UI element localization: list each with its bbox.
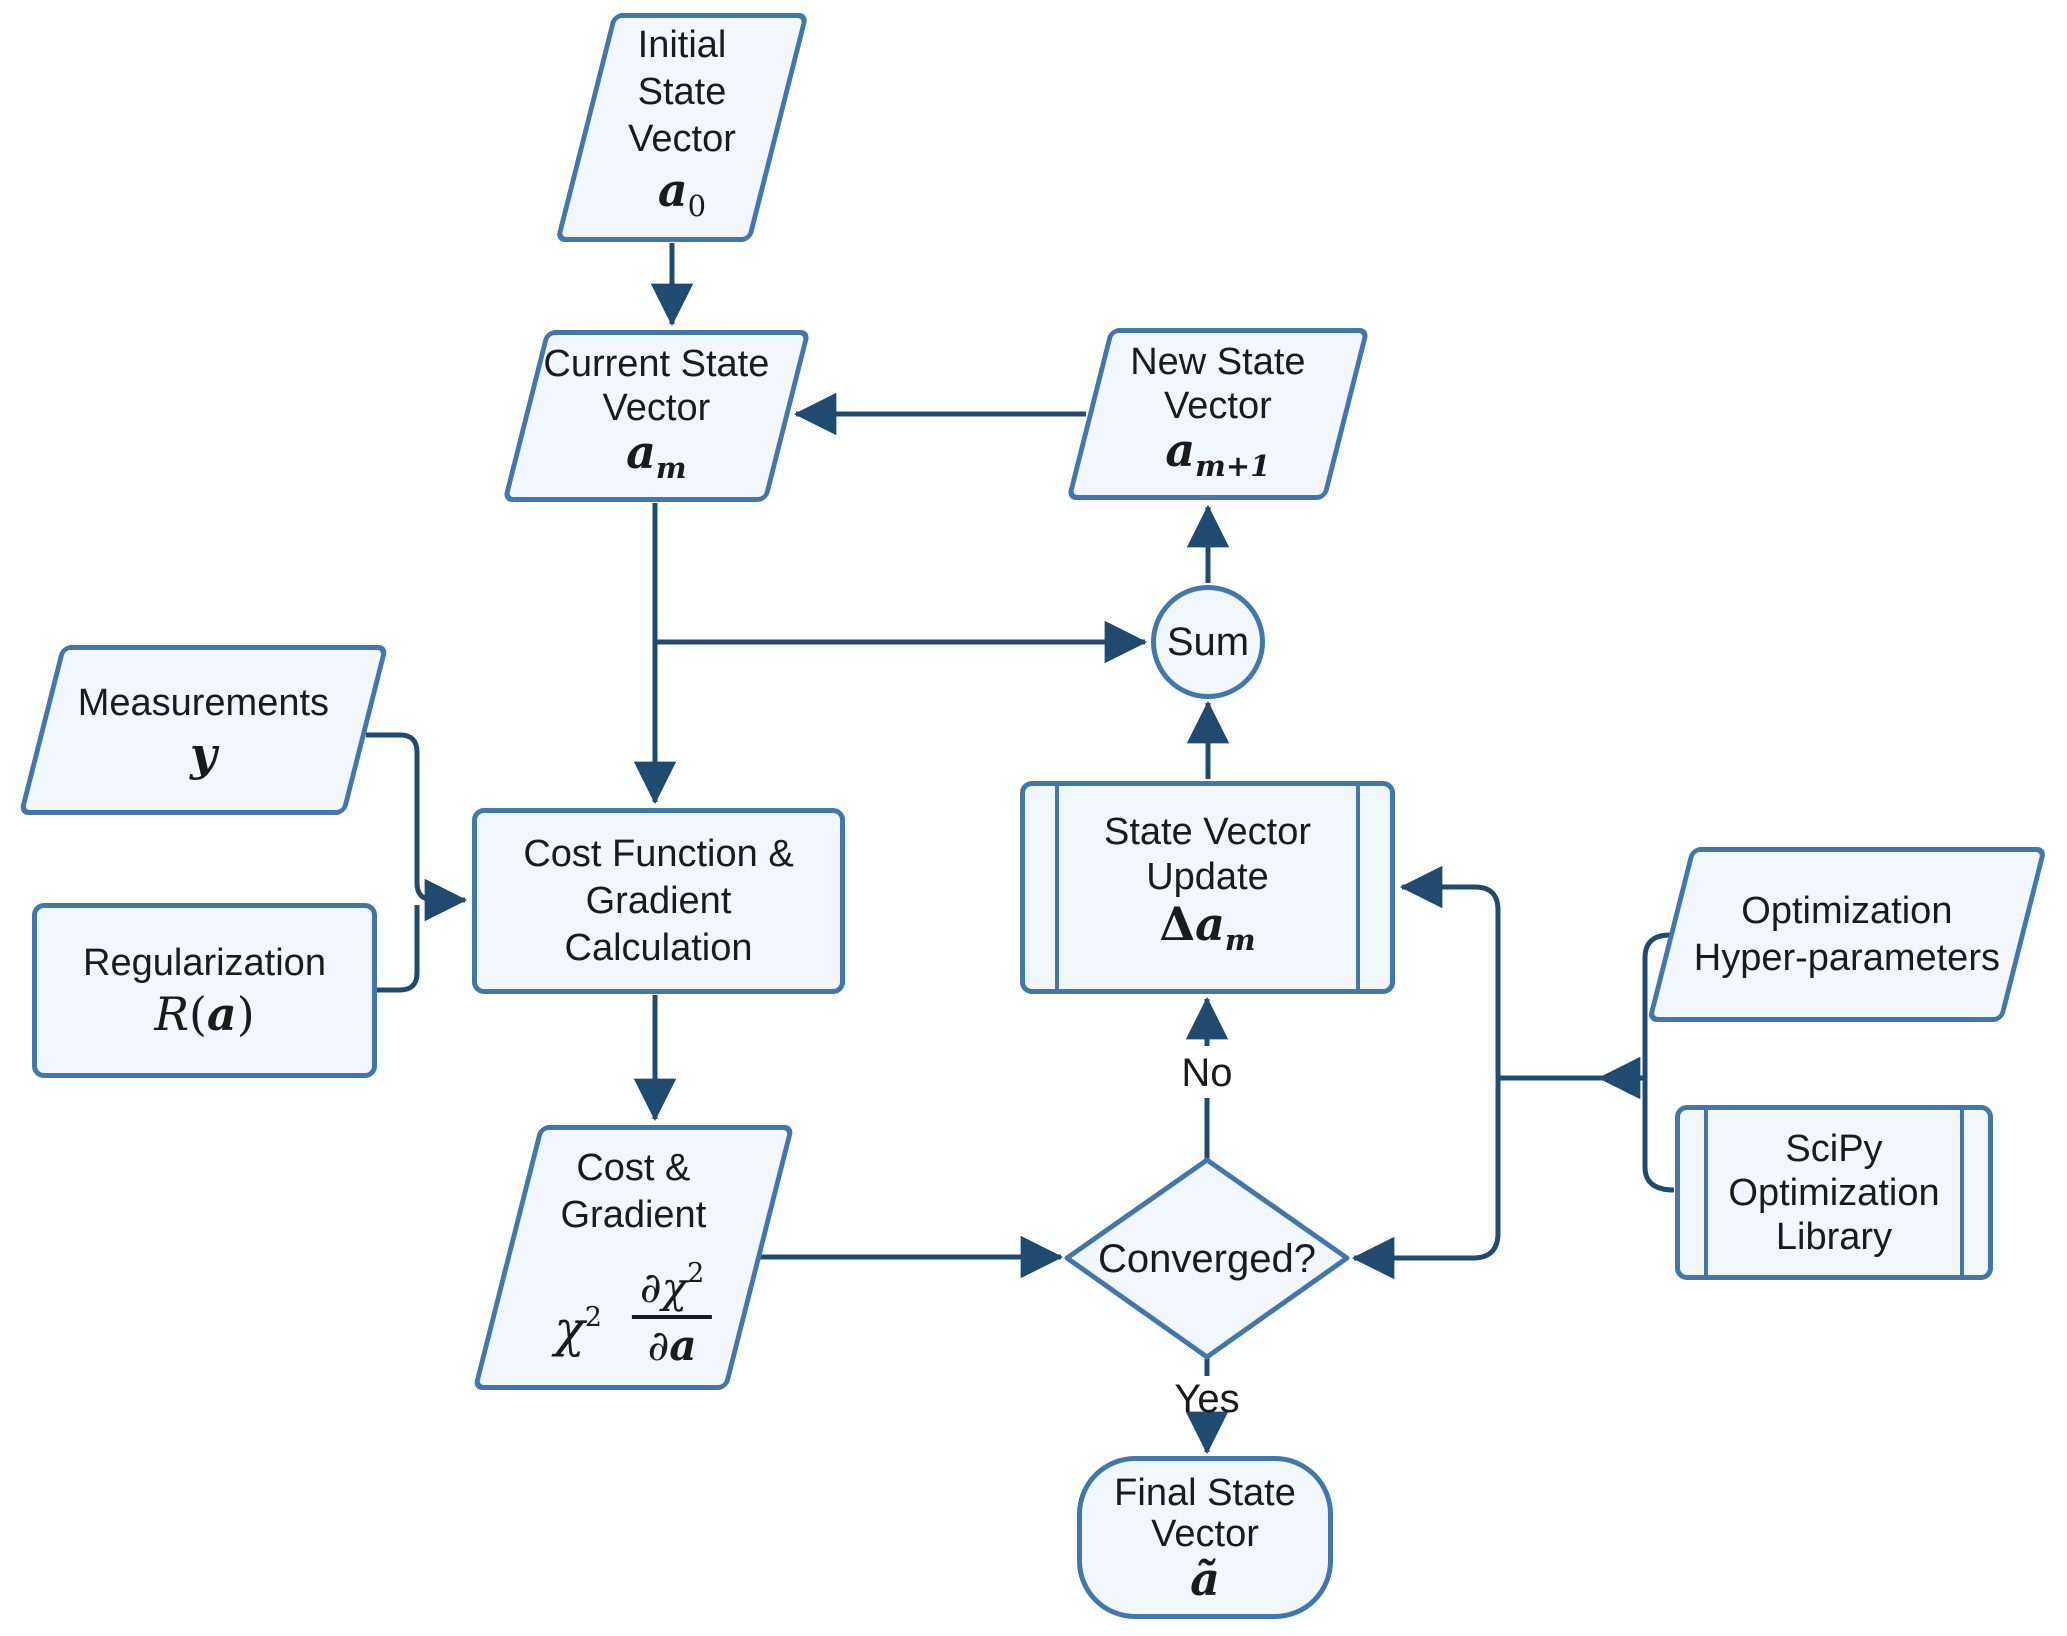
edge-label-no: No	[1181, 1051, 1233, 1095]
node-content: New State Vector am+1	[1093, 339, 1343, 490]
node-converged-shape	[1064, 1157, 1350, 1360]
node-label: Sum	[1166, 619, 1250, 664]
math-delta-am: Δam	[1159, 897, 1256, 957]
node-cost-gradient: Cost & Gradient χ2 ∂χ2 ∂a	[472, 1125, 795, 1390]
node-label: Final State	[1114, 1471, 1296, 1514]
node-label: Vector	[1164, 384, 1272, 427]
node-hyper-parameters: Optimization Hyper-parameters	[1646, 847, 2048, 1022]
edge-label-yes: Yes	[1174, 1377, 1240, 1421]
node-content: Cost & Gradient χ2 ∂χ2 ∂a	[511, 1145, 756, 1371]
node-content: Current State Vector am	[529, 341, 784, 492]
node-content: Initial State Vector a0	[589, 22, 775, 233]
node-label: Optimization	[1728, 1171, 1940, 1214]
node-label: Calculation	[564, 926, 753, 969]
node-label: Cost &	[576, 1146, 691, 1189]
node-label: Vector	[628, 118, 736, 160]
node-label: Measurements	[77, 681, 330, 724]
node-sum: Sum	[1151, 585, 1265, 699]
fraction-numerator: ∂χ2	[632, 1248, 713, 1319]
math-gradient-fraction: ∂χ2 ∂a	[632, 1248, 713, 1371]
math-y: y	[190, 726, 217, 781]
math-a-tilde: ã	[1190, 1551, 1220, 1606]
node-label: State Vector	[1103, 811, 1311, 853]
node-label: Gradient	[560, 1193, 707, 1236]
math-am: am	[626, 424, 687, 485]
node-final-state-vector: Final State Vector ã	[1077, 1456, 1333, 1619]
node-label: Initial	[637, 24, 727, 66]
edge-hyper-join	[1642, 932, 1671, 1078]
edge-measurements-to-costfn	[366, 732, 468, 922]
edge-junction-to-converged	[1351, 1078, 1501, 1280]
node-new-state-vector: New State Vector am+1	[1066, 328, 1370, 500]
node-label: Current State	[543, 342, 770, 385]
node-content: Optimization Hyper-parameters	[1674, 888, 2020, 982]
edge-junction-to-update	[1399, 865, 1501, 1078]
node-label: Regularization	[83, 942, 326, 984]
node-label: Gradient	[585, 879, 732, 922]
node-label: Library	[1775, 1215, 1893, 1258]
node-scipy-library: SciPy Optimization Library	[1675, 1105, 1993, 1280]
node-state-vector-update: State Vector Update Δam	[1020, 781, 1395, 994]
node-content: Measurements y	[45, 680, 362, 781]
fraction-denominator: ∂a	[647, 1320, 697, 1370]
edge-regularization-join	[375, 905, 420, 993]
node-label: State	[637, 71, 727, 113]
node-label: Converged?	[1098, 1236, 1316, 1281]
node-initial-state-vector: Initial State Vector a0	[555, 13, 809, 242]
node-label: Optimization	[1741, 889, 1953, 932]
node-converged-label: Converged?	[1067, 1160, 1347, 1358]
edge-scipy-join	[1642, 1078, 1675, 1193]
node-label: New State	[1130, 340, 1306, 383]
node-label: Vector	[602, 386, 711, 429]
node-measurements: Measurements y	[18, 645, 389, 815]
node-label: SciPy	[1785, 1127, 1883, 1170]
math-chi-squared: χ2	[554, 1299, 603, 1357]
math-Ra: R(a)	[154, 987, 255, 1041]
node-label: Update	[1146, 856, 1269, 898]
node-label: Vector	[1151, 1512, 1259, 1555]
node-label: Hyper-parameters	[1693, 936, 2001, 979]
node-label: Cost Function &	[523, 832, 794, 875]
node-cost-function: Cost Function & Gradient Calculation	[472, 808, 845, 994]
math-a0: a0	[657, 163, 707, 223]
node-current-state-vector: Current State Vector am	[502, 330, 811, 502]
node-regularization: Regularization R(a)	[32, 903, 377, 1078]
math-am1: am+1	[1165, 422, 1271, 483]
math-chi-gradient: χ2 ∂χ2 ∂a	[554, 1248, 713, 1371]
